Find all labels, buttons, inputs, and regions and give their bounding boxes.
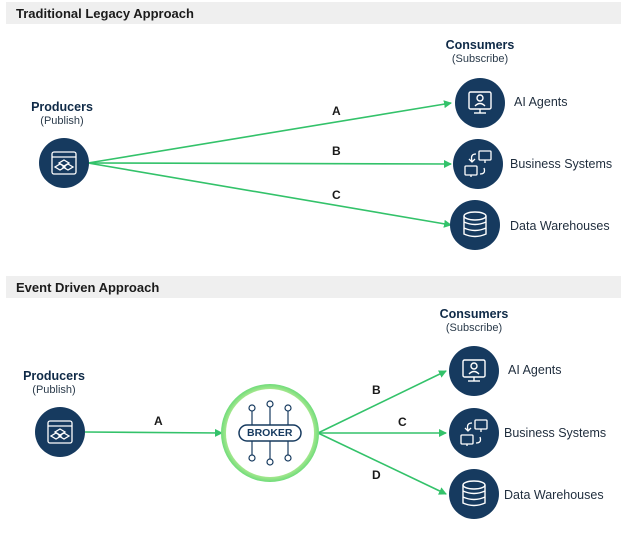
person-monitor-icon [468,91,492,114]
event-data-warehouses-node [449,469,499,519]
event-edge-label-c: C [398,415,407,429]
traditional-edge-label-c: C [332,188,341,202]
event-arrow-a [84,428,223,437]
event-edge-label-b: B [372,383,381,397]
traditional-arrow-a [87,100,452,164]
event-arrow-b [317,370,447,434]
traditional-business-systems-node [453,139,503,189]
event-target-data-warehouses: Data Warehouses [504,488,604,502]
event-edge-label-d: D [372,468,381,482]
event-producer-node [35,407,85,457]
event-section-header: Event Driven Approach [6,276,621,298]
browser-app-icon [51,151,77,175]
traditional-arrow-b [87,159,452,168]
event-arrow-d [317,432,447,495]
broker-node [221,384,319,482]
traditional-consumers-title: Consumers [445,38,515,52]
traditional-target-ai-agents: AI Agents [514,95,568,109]
event-consumers-subtitle: (Subscribe) [445,322,503,334]
traditional-arrow-c [87,162,452,228]
traditional-data-warehouses-node [450,200,500,250]
traditional-producers-header: Producers (Publish) [14,100,110,127]
sync-monitors-icon [460,419,488,446]
event-ai-agents-node [449,346,499,396]
broker-label: BROKER [247,427,293,439]
event-business-systems-node [449,408,499,458]
traditional-edge-label-b: B [332,144,341,158]
event-edge-label-a: A [154,414,163,428]
event-target-business-systems: Business Systems [504,426,607,440]
event-arrows [84,370,447,495]
event-consumers-header: Consumers (Subscribe) [426,307,522,334]
traditional-producers-subtitle: (Publish) [40,115,84,127]
traditional-consumers-header: Consumers (Subscribe) [432,38,528,65]
event-consumers-title: Consumers [439,307,509,321]
event-producers-header: Producers (Publish) [6,369,102,396]
traditional-consumers-subtitle: (Subscribe) [451,53,509,65]
traditional-producer-node [39,138,89,188]
traditional-target-business-systems: Business Systems [510,157,613,171]
traditional-arrows [87,100,452,228]
event-section-title: Event Driven Approach [16,280,160,295]
broker-network-icon [238,400,302,466]
person-monitor-icon [462,359,486,382]
database-icon [462,480,486,507]
database-icon [463,211,487,238]
traditional-section-title: Traditional Legacy Approach [16,6,194,21]
traditional-edge-label-a: A [332,104,341,118]
event-producers-title: Producers [23,369,85,383]
traditional-producers-title: Producers [31,100,93,114]
event-producers-subtitle: (Publish) [32,384,76,396]
browser-app-icon [47,420,73,444]
traditional-target-data-warehouses: Data Warehouses [510,219,610,233]
traditional-ai-agents-node [455,78,505,128]
event-target-ai-agents: AI Agents [508,363,562,377]
traditional-section-header: Traditional Legacy Approach [6,2,621,24]
sync-monitors-icon [464,150,492,177]
